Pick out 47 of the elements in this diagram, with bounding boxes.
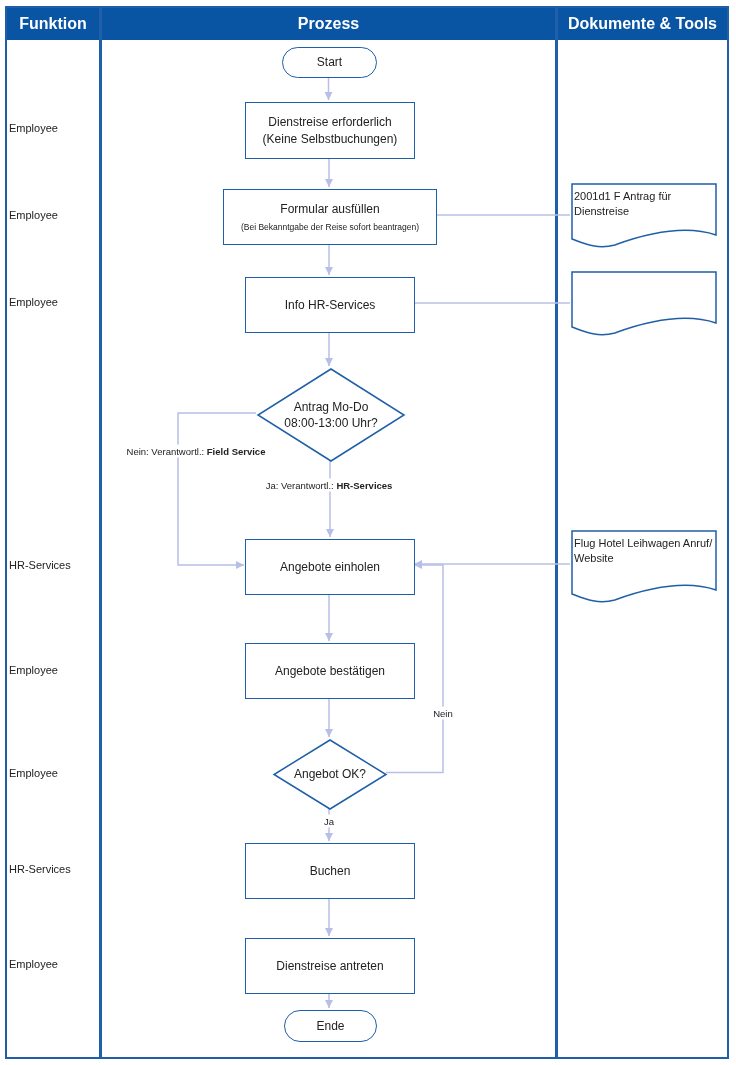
document-shape [571, 271, 717, 335]
node-text: Antrag Mo-Do 08:00-13:00 Uhr? [283, 398, 379, 432]
edge-label: Ja: Verantwortl.: HR-Services [263, 478, 395, 492]
lane-header: Funktion [7, 8, 99, 40]
role-label: Employee [9, 767, 58, 779]
edge-label: Nein: Verantwortl.: Field Service [124, 444, 268, 458]
process-box [223, 189, 437, 245]
terminal-pill [282, 47, 377, 78]
process-box [245, 643, 415, 699]
role-label: Employee [9, 122, 58, 134]
decision-diamond [273, 739, 387, 810]
node-text: Dienstreise antreten [276, 957, 384, 975]
process-box [245, 938, 415, 994]
node-text: 2001d1 F Antrag für Dienstreise [574, 189, 673, 219]
process-box [245, 539, 415, 595]
edge-label: Ja [322, 814, 336, 828]
connector-arrow [413, 560, 571, 568]
role-label: Employee [9, 296, 58, 308]
process-box [245, 102, 415, 159]
swimlane [556, 6, 729, 1059]
lane-header: Prozess [102, 8, 555, 40]
node-text: Angebot OK? [293, 766, 367, 783]
role-label: Employee [9, 209, 58, 221]
node-note: (Bei Bekanntgabe der Reise sofort beantragen) [240, 221, 420, 234]
document-shape [571, 183, 717, 247]
node-text: Formular ausfüllen [280, 200, 380, 217]
node-text: Angebote bestätigen [274, 662, 386, 680]
lane-header: Dokumente & Tools [558, 8, 727, 40]
node-text: Flug Hotel Leihwagen Anruf/ Website [574, 536, 714, 566]
node-text: Info HR-Services [284, 296, 376, 314]
role-label: HR-Services [9, 559, 71, 571]
process-box [245, 277, 415, 333]
node-text: Buchen [309, 862, 351, 880]
role-label: Employee [9, 958, 58, 970]
role-label: HR-Services [9, 863, 71, 875]
terminal-pill [284, 1010, 377, 1042]
connector-arrow [177, 412, 257, 569]
process-box [245, 843, 415, 899]
edge-label: Nein [431, 706, 455, 720]
swimlane [5, 6, 101, 1059]
node-text: Angebote einholen [279, 558, 381, 576]
node-text: Start [316, 54, 343, 71]
swimlane [100, 6, 557, 1059]
document-shape [571, 530, 717, 602]
role-label: Employee [9, 664, 58, 676]
node-text: Dienstreise erforderlich (Keine Selbstbuchungen) [261, 114, 399, 147]
node-text: Ende [316, 1017, 345, 1035]
